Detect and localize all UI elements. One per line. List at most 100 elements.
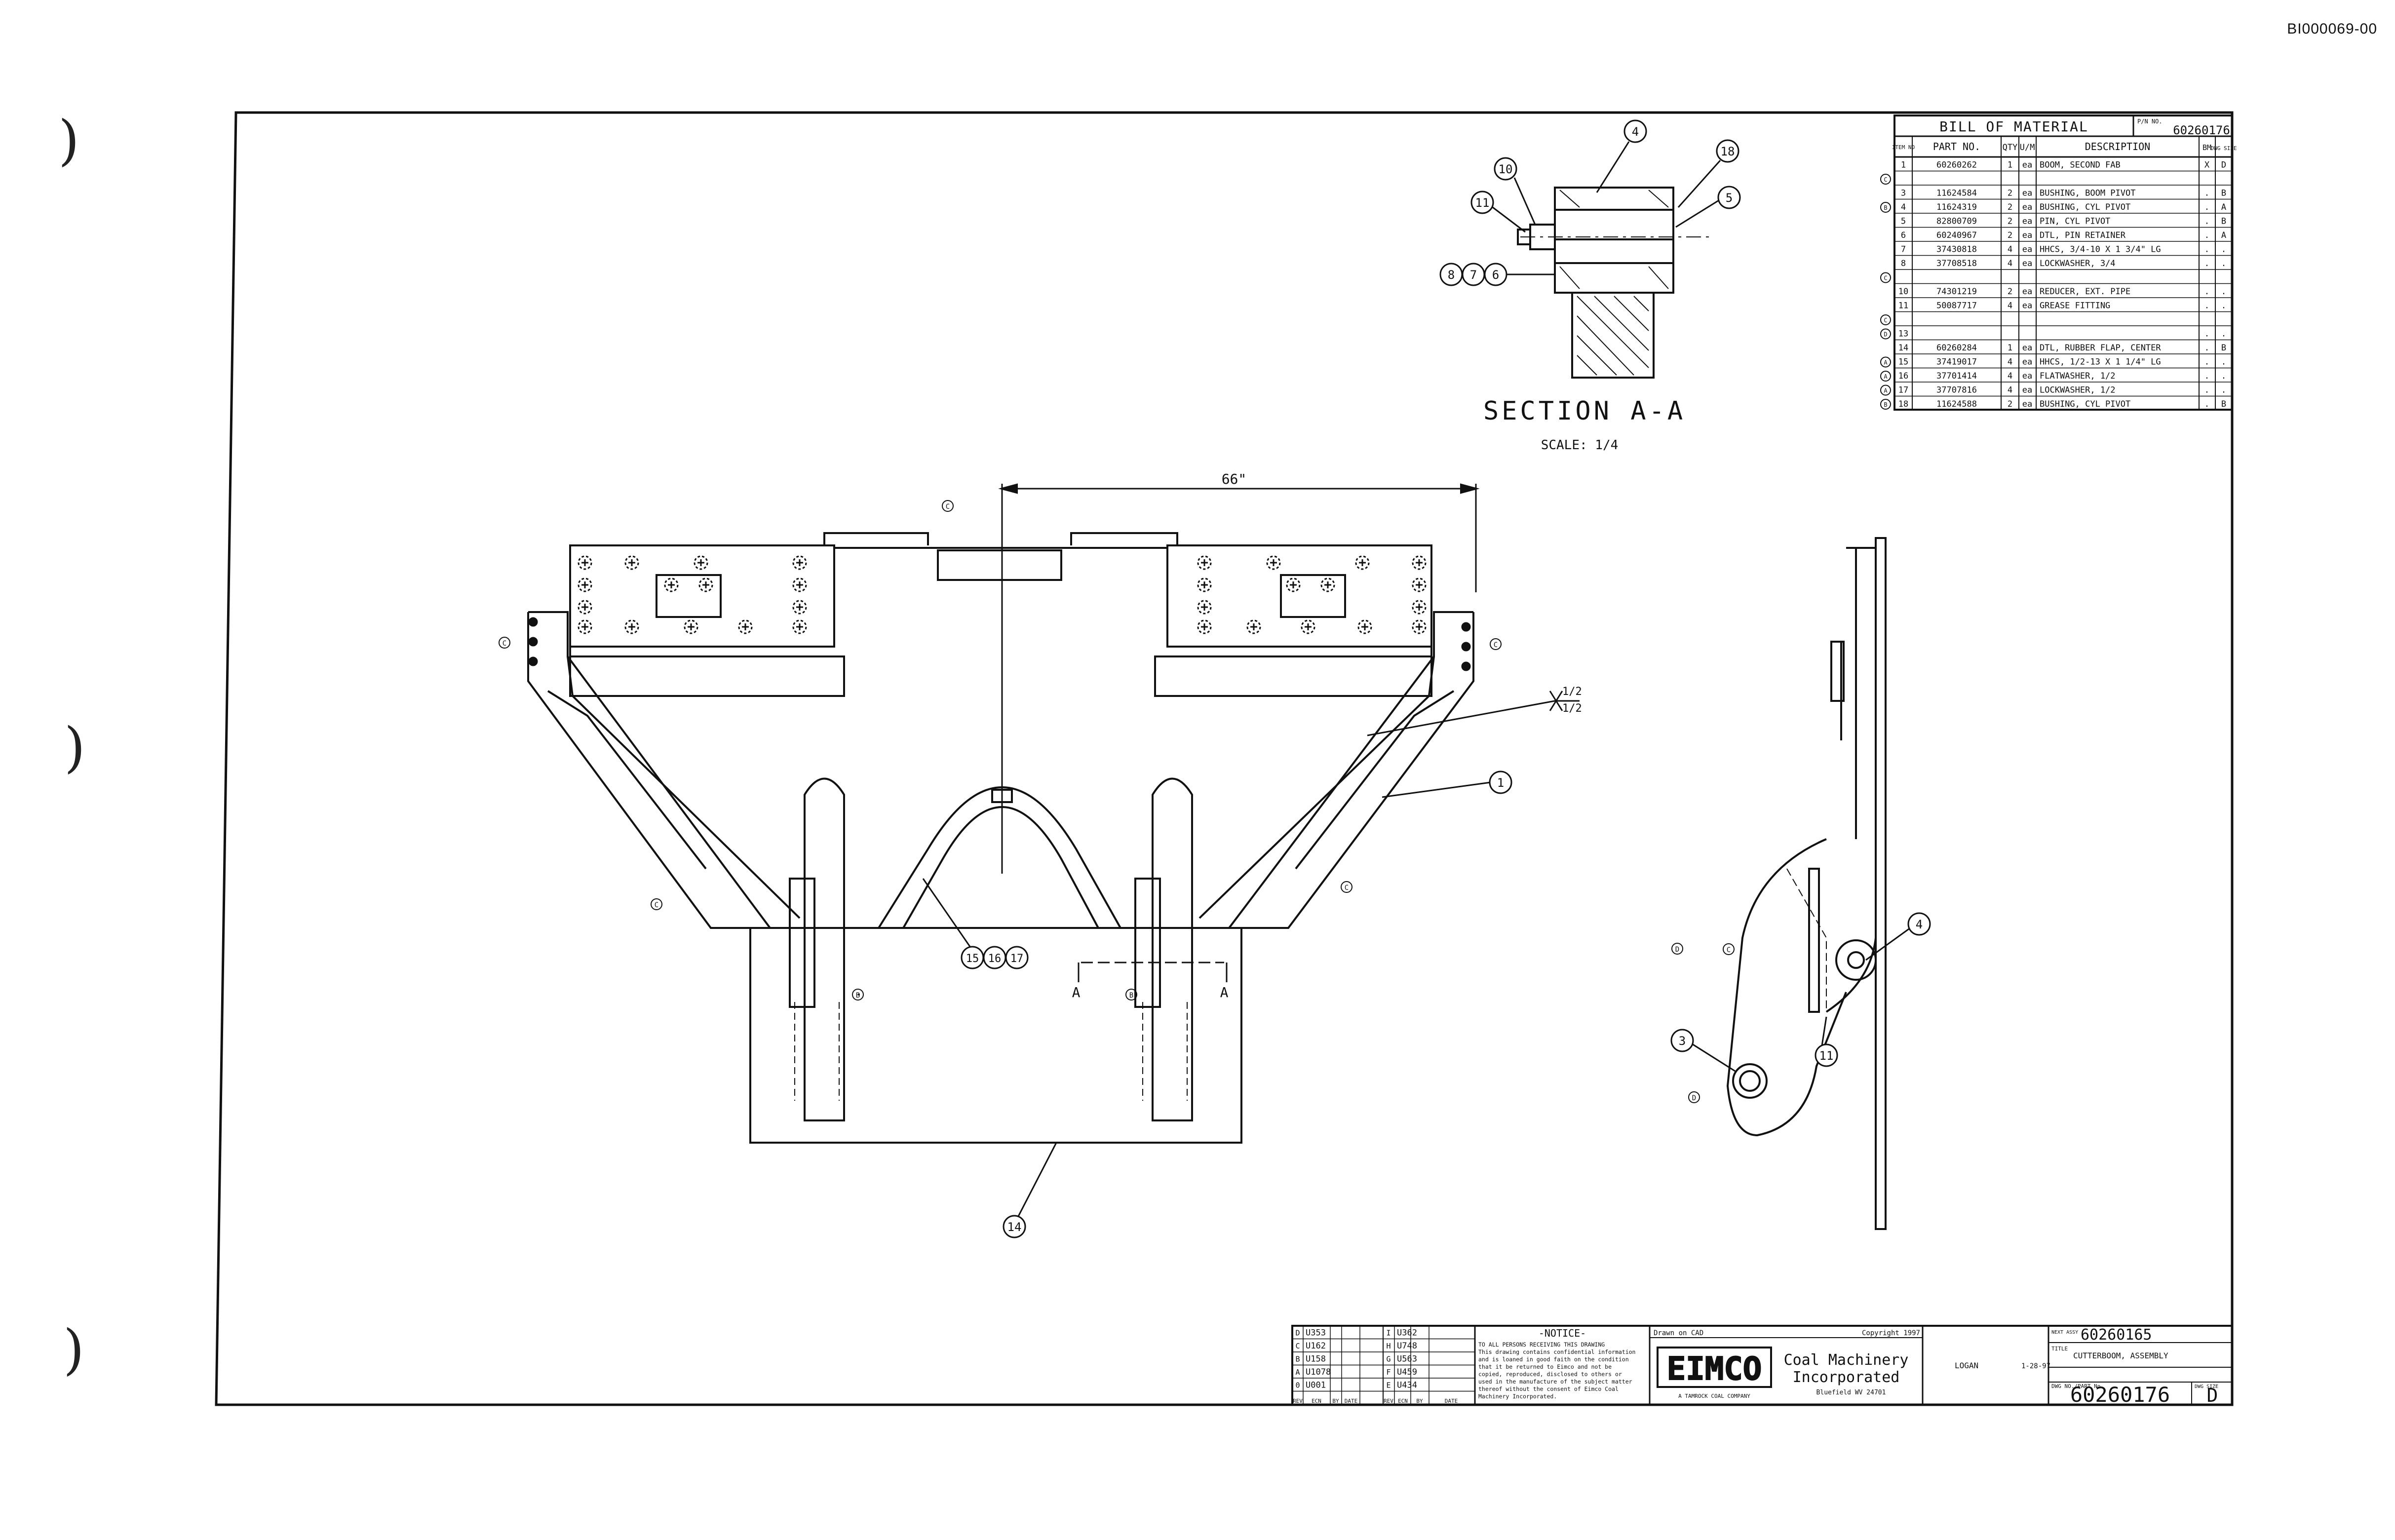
bom-cell-bm: . [2204, 245, 2209, 255]
bolt-hole [624, 619, 639, 634]
bom-cell-desc: BUSHING, CYL PIVOT [2040, 202, 2130, 212]
bom-cell-um: ea [2022, 301, 2032, 311]
side-balloon-label: 11 [1819, 1049, 1834, 1063]
bom-cell-item: 10 [1898, 287, 1908, 297]
bolt-hole [792, 555, 807, 570]
bom-cell-bm: . [2204, 399, 2209, 409]
next-assy-label: NEXT ASSY [2051, 1330, 2078, 1335]
bom-cell-desc: DTL, RUBBER FLAP, CENTER [2040, 343, 2161, 353]
section-balloon-label: 10 [1499, 162, 1513, 176]
revision-letter: 0 [1295, 1381, 1300, 1390]
bom-cell-um: ea [2022, 189, 2032, 198]
side-balloons [1670, 912, 1931, 1067]
side-rev-mark: C [1727, 946, 1731, 954]
bom-cell-um: ea [2022, 399, 2032, 409]
bom-cell-um: ea [2022, 231, 2032, 240]
bom-cell-um: ea [2022, 160, 2032, 170]
title-label: TITLE [2051, 1346, 2068, 1352]
bolt-hole-center [688, 623, 695, 630]
bom-cell-desc: BUSHING, BOOM PIVOT [2040, 189, 2135, 198]
bolt-hole-center [742, 623, 749, 630]
side-balloon-label: 3 [1679, 1034, 1686, 1048]
bolt-hole [1246, 619, 1261, 634]
bom-cell-um: ea [2022, 202, 2032, 212]
revision-header: BY [1416, 1398, 1423, 1404]
bolt-hole [1412, 600, 1427, 615]
revision-letter: C [1295, 1342, 1300, 1350]
revision-ecn: U748 [1397, 1341, 1417, 1351]
bom-cell-part: 60260262 [1936, 160, 1977, 170]
bom-cell-bm: . [2204, 287, 2209, 297]
rev-mark: B [856, 992, 860, 1000]
bolt-hole-center [581, 559, 588, 566]
revision-header: DATE [1445, 1398, 1458, 1404]
bolt-hole-center [1201, 623, 1208, 630]
side-view [1688, 537, 1911, 1230]
bom-cell-qty: 4 [2008, 259, 2012, 269]
next-assy-value: 60260165 [2081, 1326, 2152, 1344]
bom-cell-qty: 2 [2008, 189, 2012, 198]
bolt-hole [698, 578, 713, 592]
bom-rev-mark: A [1884, 359, 1888, 366]
bom-header: ITEM NO [1892, 144, 1915, 151]
revision-header: ECN [1312, 1398, 1321, 1404]
section-scale: SCALE: 1/4 [1541, 438, 1619, 453]
eimco-logo-sub: A TAMROCK COAL COMPANY [1678, 1393, 1750, 1399]
notice-line: Machinery Incorporated. [1478, 1393, 1557, 1400]
bom-cell-desc: BOOM, SECOND FAB [2040, 160, 2121, 170]
bom-cell-desc: LOCKWASHER, 3/4 [2040, 259, 2116, 269]
sheet-border [215, 111, 2234, 1406]
side-rev-mark: D [1675, 946, 1679, 954]
bom-cell-bm: . [2204, 329, 2209, 339]
notice-line: that it be returned to Eimco and not be [1478, 1363, 1612, 1370]
bolt-hole-center [1201, 559, 1208, 566]
revision-letter: D [1295, 1329, 1300, 1338]
bolt-hole-center [1201, 581, 1208, 588]
bracket-bolt [528, 656, 538, 666]
company-line2: Incorporated [1793, 1369, 1900, 1386]
drawn-date: 1-28-97 [2021, 1362, 2050, 1370]
bom-row: C [1880, 174, 2232, 186]
bom-cell-size: . [2221, 329, 2226, 339]
copyright: Copyright 1997 [1862, 1329, 1920, 1337]
bolt-hole-center [1270, 559, 1277, 566]
bom-cell-part: 37701414 [1936, 371, 1977, 381]
bom-cell-size: . [2221, 287, 2226, 297]
bom-cell-item: 3 [1901, 189, 1906, 198]
section-mark-right: A [1220, 984, 1229, 1001]
bom-cell-part: 11624584 [1936, 189, 1977, 198]
bom-cell-item: 15 [1898, 357, 1908, 367]
bolt-hole [1357, 619, 1372, 634]
bom-header: QTY [2003, 143, 2018, 153]
bolt-hole-center [581, 623, 588, 630]
bolt-hole-center [628, 559, 635, 566]
side-balloon-label: 4 [1916, 918, 1923, 931]
bom-cell-desc: HHCS, 1/2-13 X 1 1/4" LG [2040, 357, 2161, 367]
rev-mark: C [655, 901, 658, 909]
revision-letter: B [1295, 1355, 1300, 1364]
bom-cell-bm: . [2204, 343, 2209, 353]
bolt-hole [1355, 555, 1370, 570]
bom-rev-mark: B [1884, 204, 1887, 211]
bolt-hole-center [1290, 581, 1297, 588]
bolt-hole-center [796, 559, 803, 566]
bom-rev-mark: C [1884, 176, 1887, 183]
bolt-hole [792, 619, 807, 634]
main-assembly-view [527, 483, 1580, 1220]
bom-rev-circle [1880, 385, 1891, 396]
bom-cell-qty: 2 [2008, 202, 2012, 212]
bom-cell-desc: HHCS, 3/4-10 X 1 3/4" LG [2040, 245, 2161, 255]
bom-cell-item: 5 [1901, 217, 1906, 227]
revision-header: REV [1384, 1398, 1393, 1404]
bracket-bolt [1461, 622, 1471, 632]
notice-line: This drawing contains confidential infor… [1478, 1348, 1636, 1355]
notice-line: TO ALL PERSONS RECEIVING THIS DRAWING [1478, 1341, 1605, 1348]
binder-hole-mark: ) [64, 716, 85, 779]
bom-cell-item: 16 [1898, 371, 1908, 381]
bom-cell-um: ea [2022, 357, 2032, 367]
bolt-hole [624, 555, 639, 570]
